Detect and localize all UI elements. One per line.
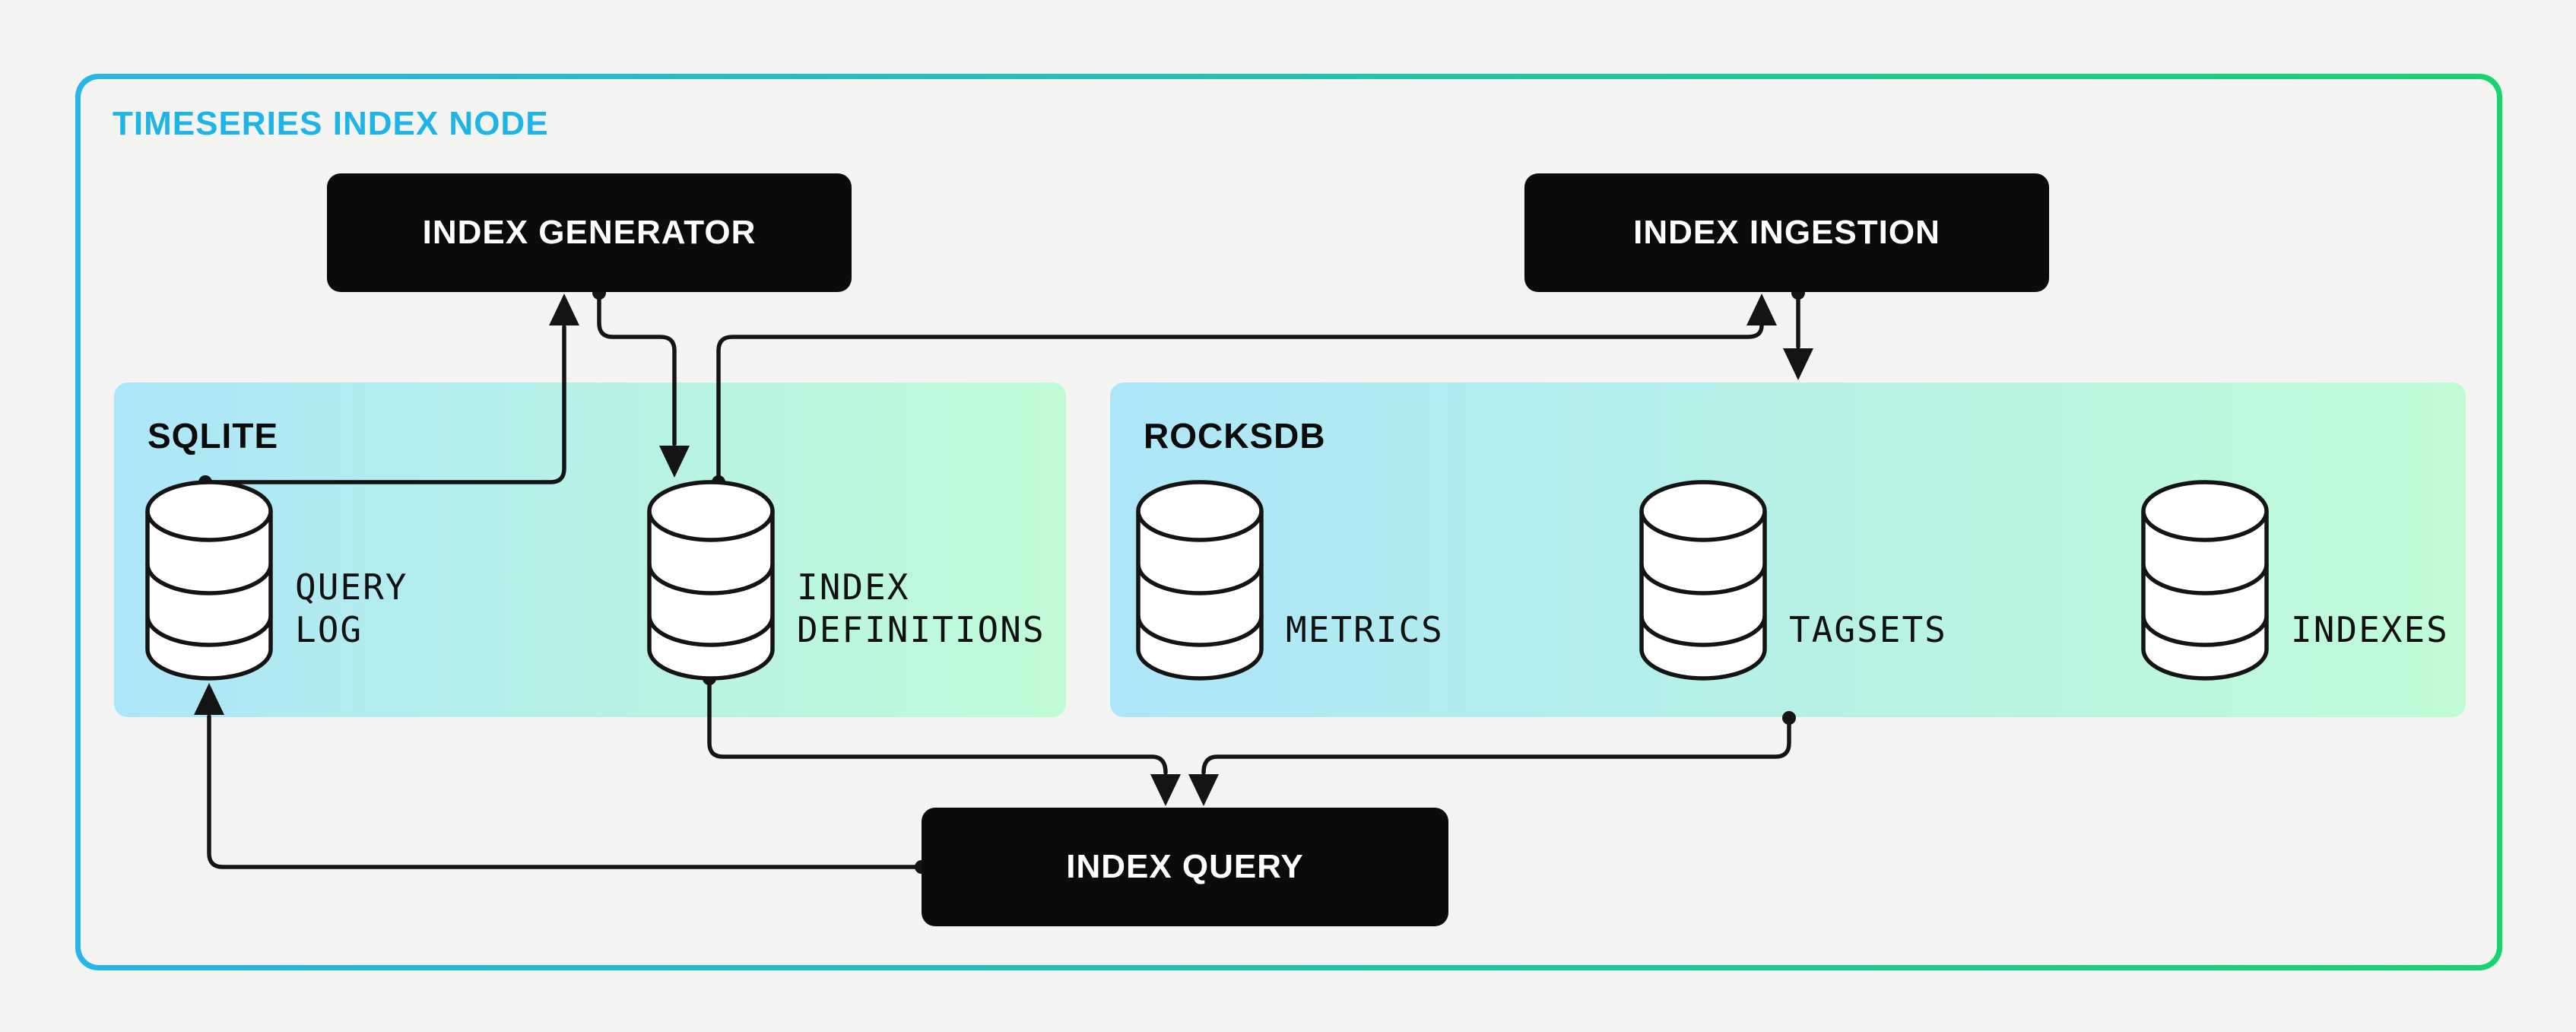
edge-definitions-to-ingestion <box>716 323 1764 484</box>
index-definitions-label-line2: DEFINITIONS <box>797 609 1045 650</box>
sqlite-label: SQLITE <box>148 416 279 456</box>
edge-generator-to-definitions <box>597 291 677 446</box>
query-log-cylinder-icon <box>145 480 273 681</box>
index-query-label: INDEX QUERY <box>1066 848 1304 885</box>
edge-rocksdb-to-query <box>1201 716 1791 775</box>
edge-definitions-to-query <box>707 676 1168 775</box>
index-ingestion-label: INDEX INGESTION <box>1633 214 1940 251</box>
indexes-label: INDEXES <box>2291 609 2449 650</box>
index-definitions-label: INDEX DEFINITIONS <box>797 566 1045 651</box>
arrowhead-into-definitions <box>659 446 690 478</box>
database-cylinders <box>145 480 2269 681</box>
edge-query-to-querylog <box>207 714 924 869</box>
edge-lines <box>203 291 1800 869</box>
dot-rocksdb-bottom <box>1782 711 1796 725</box>
arrowhead-into-query-left <box>1150 774 1181 806</box>
node-title: TIMESERIES INDEX NODE <box>113 105 549 142</box>
index-ingestion-box: INDEX INGESTION <box>1524 173 2049 292</box>
index-generator-box: INDEX GENERATOR <box>327 173 852 292</box>
arrowhead-into-querylog <box>194 683 224 715</box>
arrowhead-into-generator <box>549 294 579 325</box>
indexes-cylinder-icon <box>2141 480 2269 681</box>
metrics-cylinder-icon <box>1136 480 1264 681</box>
tagsets-cylinder-icon <box>1639 480 1767 681</box>
edge-arrowheads <box>194 294 1813 806</box>
tagsets-label: TAGSETS <box>1789 609 1947 650</box>
rocksdb-label: ROCKSDB <box>1144 416 1326 456</box>
query-log-label-line2: LOG <box>295 609 363 650</box>
arrowhead-into-rocksdb <box>1783 348 1813 380</box>
index-definitions-cylinder-icon <box>647 480 775 681</box>
index-generator-label: INDEX GENERATOR <box>422 214 757 251</box>
query-log-label-line1: QUERY <box>295 567 408 608</box>
edge-querylog-to-generator <box>203 325 566 484</box>
metrics-label: METRICS <box>1286 609 1444 650</box>
arrowhead-into-ingestion <box>1746 294 1777 325</box>
index-query-box: INDEX QUERY <box>922 808 1448 926</box>
arrowhead-into-query-right <box>1188 774 1219 806</box>
index-definitions-label-line1: INDEX <box>797 567 910 608</box>
query-log-label: QUERY LOG <box>295 566 408 651</box>
